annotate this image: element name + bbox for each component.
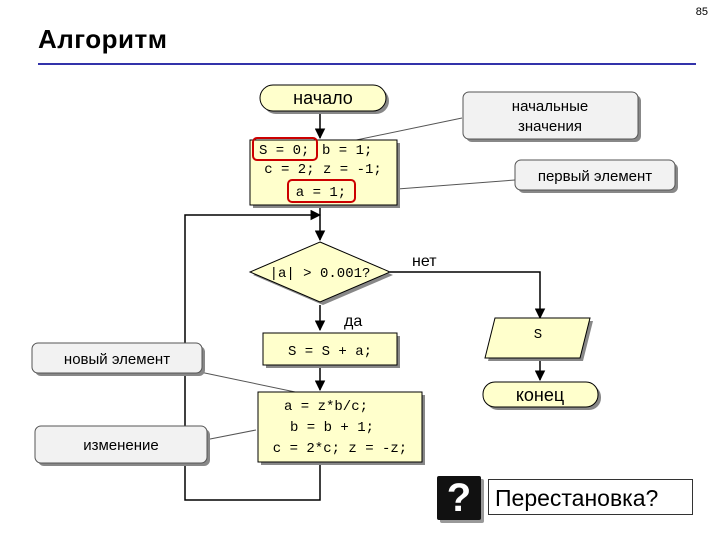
callout-new-element: новый элемент <box>31 342 205 376</box>
callout-new-element-label: новый элемент <box>64 351 170 368</box>
callout-initial-values: начальные значения <box>462 91 641 142</box>
update-c-z: c = 2*c; z = -z; <box>273 441 407 457</box>
init-b: b = 1; <box>322 143 372 159</box>
init-block: S = 0; b = 1; c = 2; z = -1; a = 1; <box>249 137 400 208</box>
start-terminator: начало <box>259 84 389 114</box>
callout-change: изменение <box>34 425 210 466</box>
callout-pointer-new-element <box>199 371 301 394</box>
init-c-z: c = 2; z = -1; <box>264 162 382 178</box>
page-number: 85 <box>695 6 708 18</box>
condition-decision: |a| > 0.001? <box>248 241 393 305</box>
page-title: Алгоритм <box>38 24 168 54</box>
question-text: Перестановка? <box>488 479 693 515</box>
init-s-highlight <box>252 137 318 161</box>
init-s: S = 0; <box>259 143 309 159</box>
init-a: a = 1; <box>296 185 346 201</box>
loop-back-line <box>184 209 322 501</box>
sum-text: S = S + a; <box>288 344 372 360</box>
end-terminator: конец <box>482 381 601 410</box>
update-block: a = z*b/c; b = b + 1; c = 2*c; z = -z; <box>257 391 425 465</box>
init-a-highlight <box>287 179 356 203</box>
no-branch-label: нет <box>412 253 437 270</box>
title-underline <box>38 63 696 65</box>
output-text: S <box>534 327 542 343</box>
connector-no-branch <box>390 271 546 320</box>
question-mark-icon: ? <box>437 476 481 520</box>
callout-pointer-change <box>204 429 257 441</box>
sum-block: S = S + a; <box>262 332 400 368</box>
yes-branch-label: да <box>344 313 362 330</box>
start-label: начало <box>293 88 353 108</box>
update-b: b = b + 1; <box>290 420 374 436</box>
callout-first-element-label: первый элемент <box>538 168 652 185</box>
condition-text: |a| > 0.001? <box>270 266 371 282</box>
callout-initial-values-line1: начальные <box>512 98 588 115</box>
callout-first-element: первый элемент <box>514 159 678 193</box>
callout-initial-values-line2: значения <box>518 118 582 135</box>
end-label: конец <box>516 385 564 405</box>
output-block: S <box>484 317 593 361</box>
update-a: a = z*b/c; <box>284 399 368 415</box>
callout-change-label: изменение <box>83 437 159 454</box>
